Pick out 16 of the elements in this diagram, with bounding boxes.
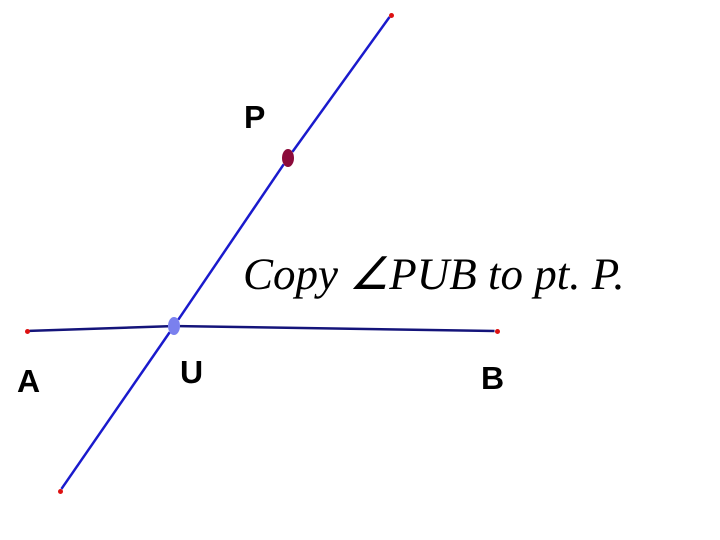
point-label: P [244,101,266,133]
line-segment [180,324,495,332]
point-label: U [180,356,204,388]
line-segment [291,16,391,153]
point-dot [168,317,180,335]
point-label: B [481,362,504,394]
point-dot [58,488,62,494]
line-segment [177,164,285,320]
point-label: A [17,365,40,397]
line-segment [29,324,168,332]
instruction-text: Copy ∠PUB to pt. P. [243,252,625,297]
line-segment [60,332,171,490]
point-dot [388,12,394,18]
point-dot [494,328,500,334]
point-dot [282,149,294,167]
point-dot [24,328,30,334]
